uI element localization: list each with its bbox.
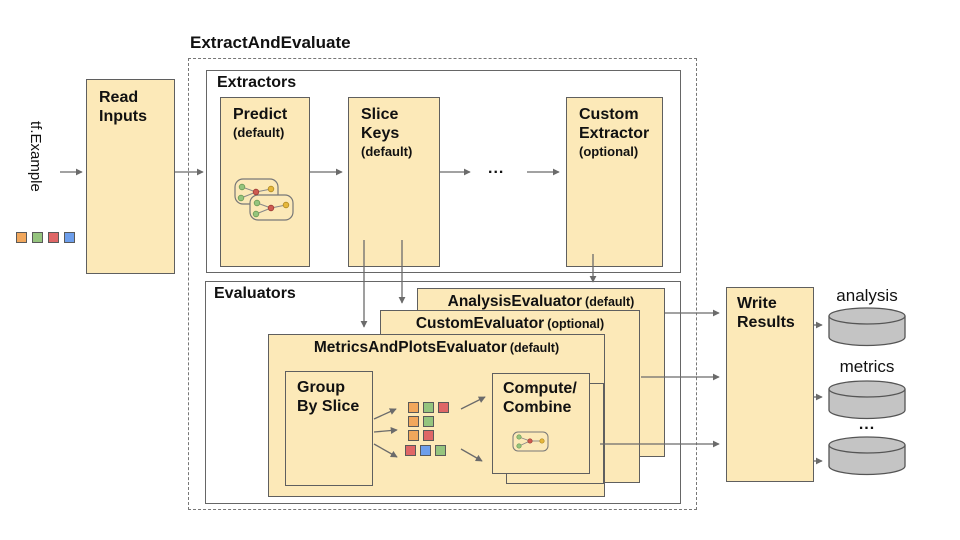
custom-extractor-box: Custom Extractor (optional) <box>566 97 663 267</box>
read-inputs-label-line2: Inputs <box>99 107 147 125</box>
slice-keys-label-line1: Slice <box>361 106 399 123</box>
slice-cell <box>405 445 416 456</box>
sliced-data-grid <box>405 402 449 459</box>
slice-cell <box>408 416 419 427</box>
slice-cell <box>423 402 434 413</box>
slice-cell <box>420 445 431 456</box>
diagram-title: ExtractAndEvaluate <box>190 33 351 52</box>
slice-row <box>408 416 449 427</box>
custom-extractor-label-line1: Custom <box>579 106 639 123</box>
swatch-orange <box>16 232 27 243</box>
slice-cell <box>423 430 434 441</box>
slice-keys-qualifier: (default) <box>361 143 413 159</box>
database-cylinder-icon <box>828 307 906 347</box>
custom-evaluator-label: CustomEvaluator <box>415 315 545 332</box>
custom-evaluator-qualifier: (optional) <box>547 317 605 331</box>
combine-graph-icon <box>512 431 549 452</box>
custom-extractor-label-line2: Extractor <box>579 124 650 142</box>
swatch-blue <box>64 232 75 243</box>
extractors-ellipsis: ... <box>488 160 505 177</box>
compute-combine-box: Compute/ Combine <box>492 373 590 474</box>
database-cylinder-icon <box>828 380 906 420</box>
metrics-and-plots-evaluator-qualifier: (default) <box>509 341 560 355</box>
predict-label: Predict <box>233 106 288 123</box>
group-by-slice-label-line1: Group <box>297 379 345 396</box>
slice-keys-extractor-box: Slice Keys (default) <box>348 97 440 267</box>
write-results-box: Write Results <box>726 287 814 482</box>
swatch-green <box>32 232 43 243</box>
evaluators-section-label: Evaluators <box>214 285 296 302</box>
group-by-slice-label-line2: By Slice <box>297 397 360 415</box>
slice-row <box>405 445 449 456</box>
output-label-ellipsis: ... <box>858 416 876 433</box>
compute-combine-label-line2: Combine <box>503 398 572 416</box>
write-results-label-line2: Results <box>737 313 795 331</box>
slice-row <box>408 430 449 441</box>
group-by-slice-box: Group By Slice <box>285 371 373 486</box>
metrics-and-plots-evaluator-label: MetricsAndPlotsEvaluator <box>313 339 507 356</box>
analysis-evaluator-label: AnalysisEvaluator <box>447 293 583 310</box>
model-graph-icon <box>234 178 294 221</box>
slice-cell <box>423 416 434 427</box>
output-label-metrics: metrics <box>839 357 895 376</box>
write-results-label-line1: Write <box>737 295 777 312</box>
slice-cell <box>435 445 446 456</box>
predict-qualifier: (default) <box>233 124 285 140</box>
output-label-analysis: analysis <box>836 286 898 305</box>
slice-keys-label-line2: Keys <box>361 124 400 142</box>
swatch-red <box>48 232 59 243</box>
extractors-section-label: Extractors <box>217 74 297 91</box>
compute-combine-label-line1: Compute/ <box>503 380 577 397</box>
extract-and-evaluate-container <box>188 58 697 510</box>
slice-row <box>408 402 449 413</box>
read-inputs-label-line1: Read <box>99 89 139 106</box>
slice-cell <box>408 430 419 441</box>
slice-cell <box>438 402 449 413</box>
slice-cell <box>408 402 419 413</box>
analysis-evaluator-qualifier: (default) <box>585 295 635 309</box>
read-inputs-box: Read Inputs <box>86 79 175 274</box>
custom-extractor-qualifier: (optional) <box>579 143 639 159</box>
tf-example-label: tf.Example <box>27 121 44 192</box>
input-swatches <box>16 232 75 243</box>
database-cylinder-icon <box>828 436 906 476</box>
